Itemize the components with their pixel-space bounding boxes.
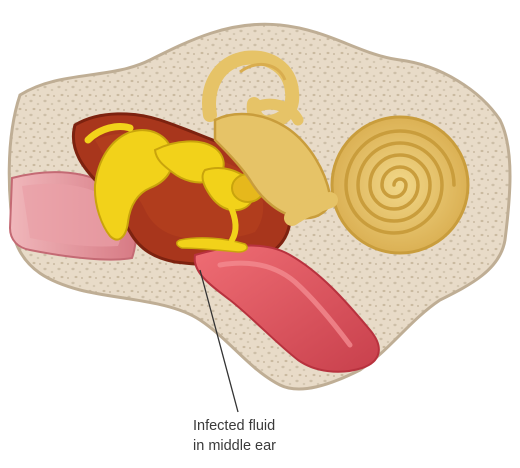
caption-line-2: in middle ear xyxy=(193,438,276,454)
caption-line-1: Infected fluid xyxy=(193,418,275,434)
